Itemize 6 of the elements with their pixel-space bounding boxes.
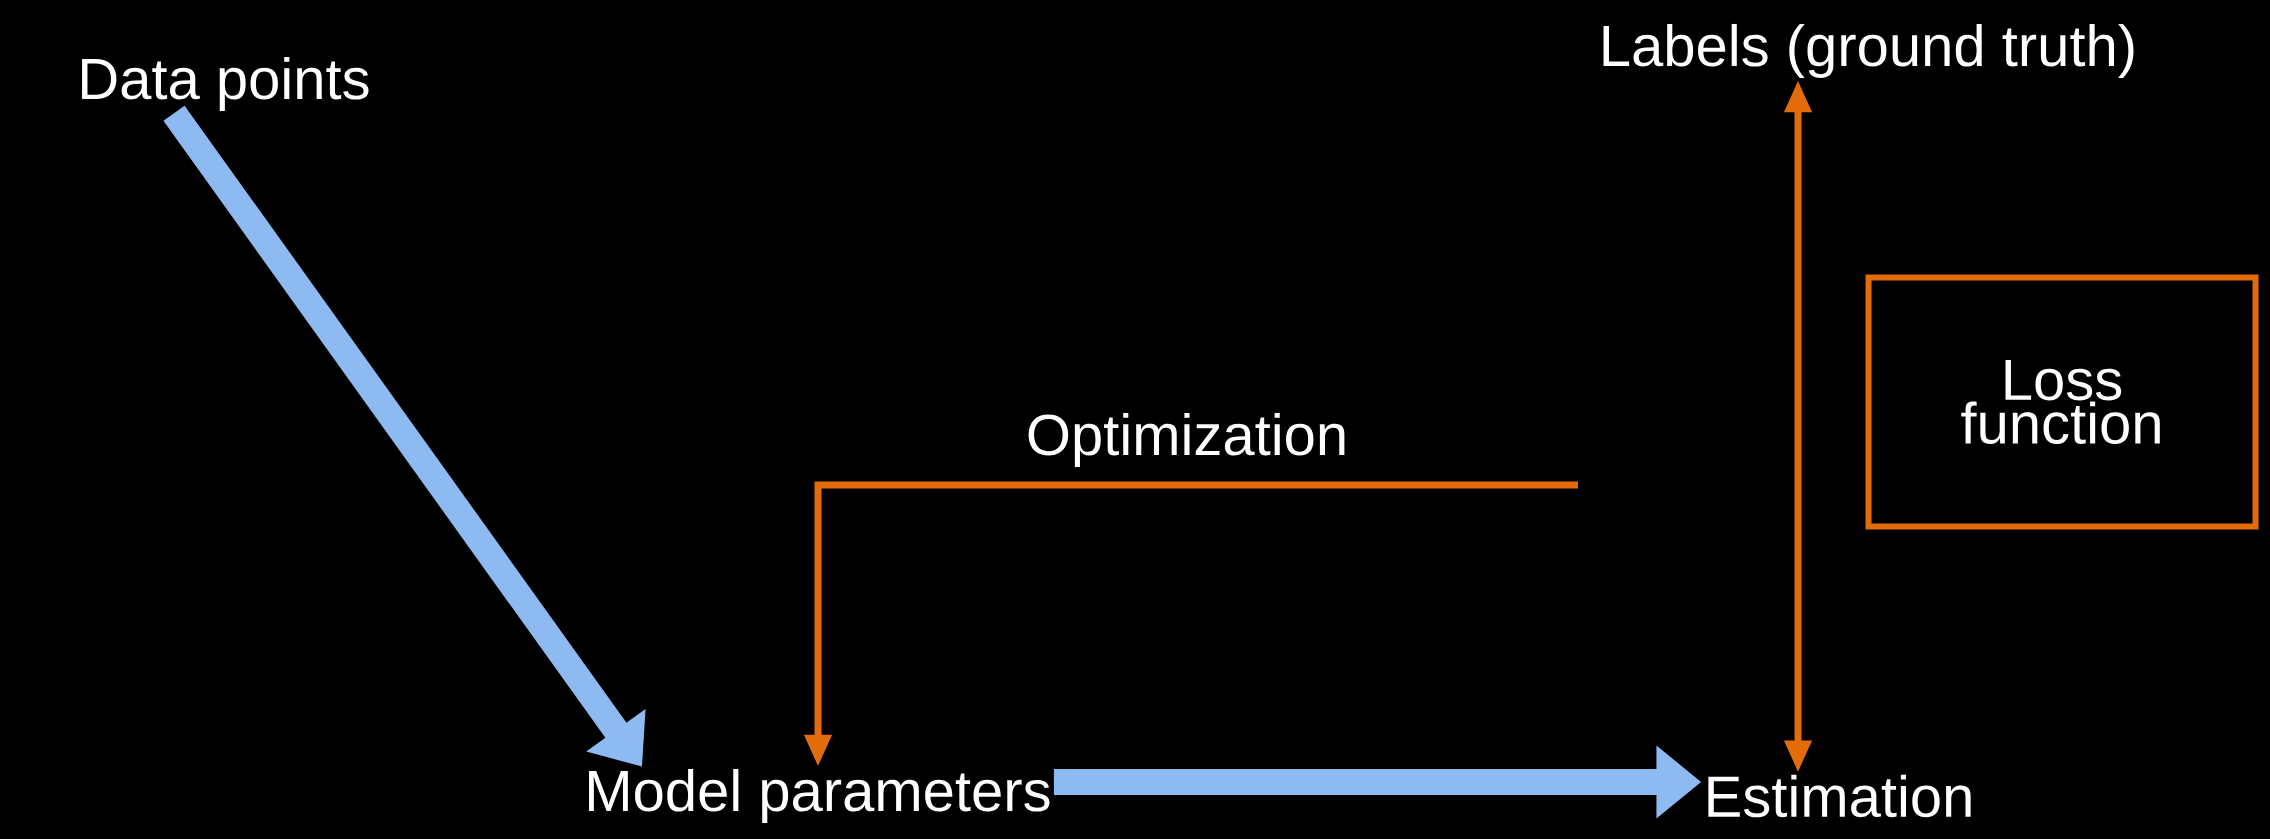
loss-box: Loss function	[1865, 274, 2259, 530]
edge-label: Optimization	[1023, 410, 1351, 470]
text-label: Model parameters	[589, 768, 1050, 823]
text-label: Labels (ground truth)	[1603, 23, 2134, 78]
text-label: Data points	[82, 56, 369, 111]
text-label: Estimation	[1708, 774, 1971, 818]
